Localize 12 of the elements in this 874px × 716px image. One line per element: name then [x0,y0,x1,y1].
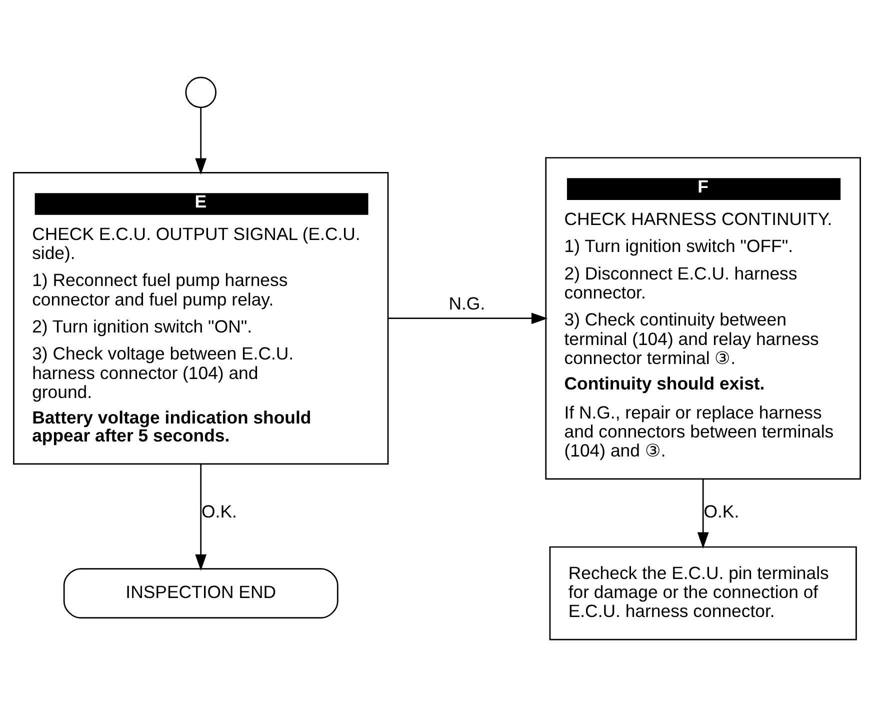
arrow [195,107,207,174]
edge-label: O.K. [704,501,740,522]
node-box: INSPECTION END [63,568,338,618]
node-box: E CHECK E.C.U. OUTPUT SIGNAL (E.C.U. side). 1) Reconnect fuel pump harness connector and fuel pump relay. 2) Turn ignition switch "ON". 3) Check voltage between E.C.U. harness connector (104) and ground. Battery voltage indication should appear after 5 seconds. [13,172,389,464]
node-box: Recheck the E.C.U. pin terminals for damage or the connection of E.C.U. harness connector. [549,546,857,640]
arrow [388,312,548,324]
edge-label: N.G. [448,292,486,313]
node-box: F CHECK HARNESS CONTINUITY. 1) Turn ignition switch "OFF". 2) Disconnect E.C.U. harness connector. 3) Check continuity between terminal (104) and relay harness connector terminal ③. Continuity should exist. If N.G., repair or replace harness and connectors between terminals (104) and ③. [545,156,861,480]
arrow [195,464,207,570]
edge-label: O.K. [202,501,237,522]
node-circle [185,76,217,108]
arrow [697,478,709,548]
